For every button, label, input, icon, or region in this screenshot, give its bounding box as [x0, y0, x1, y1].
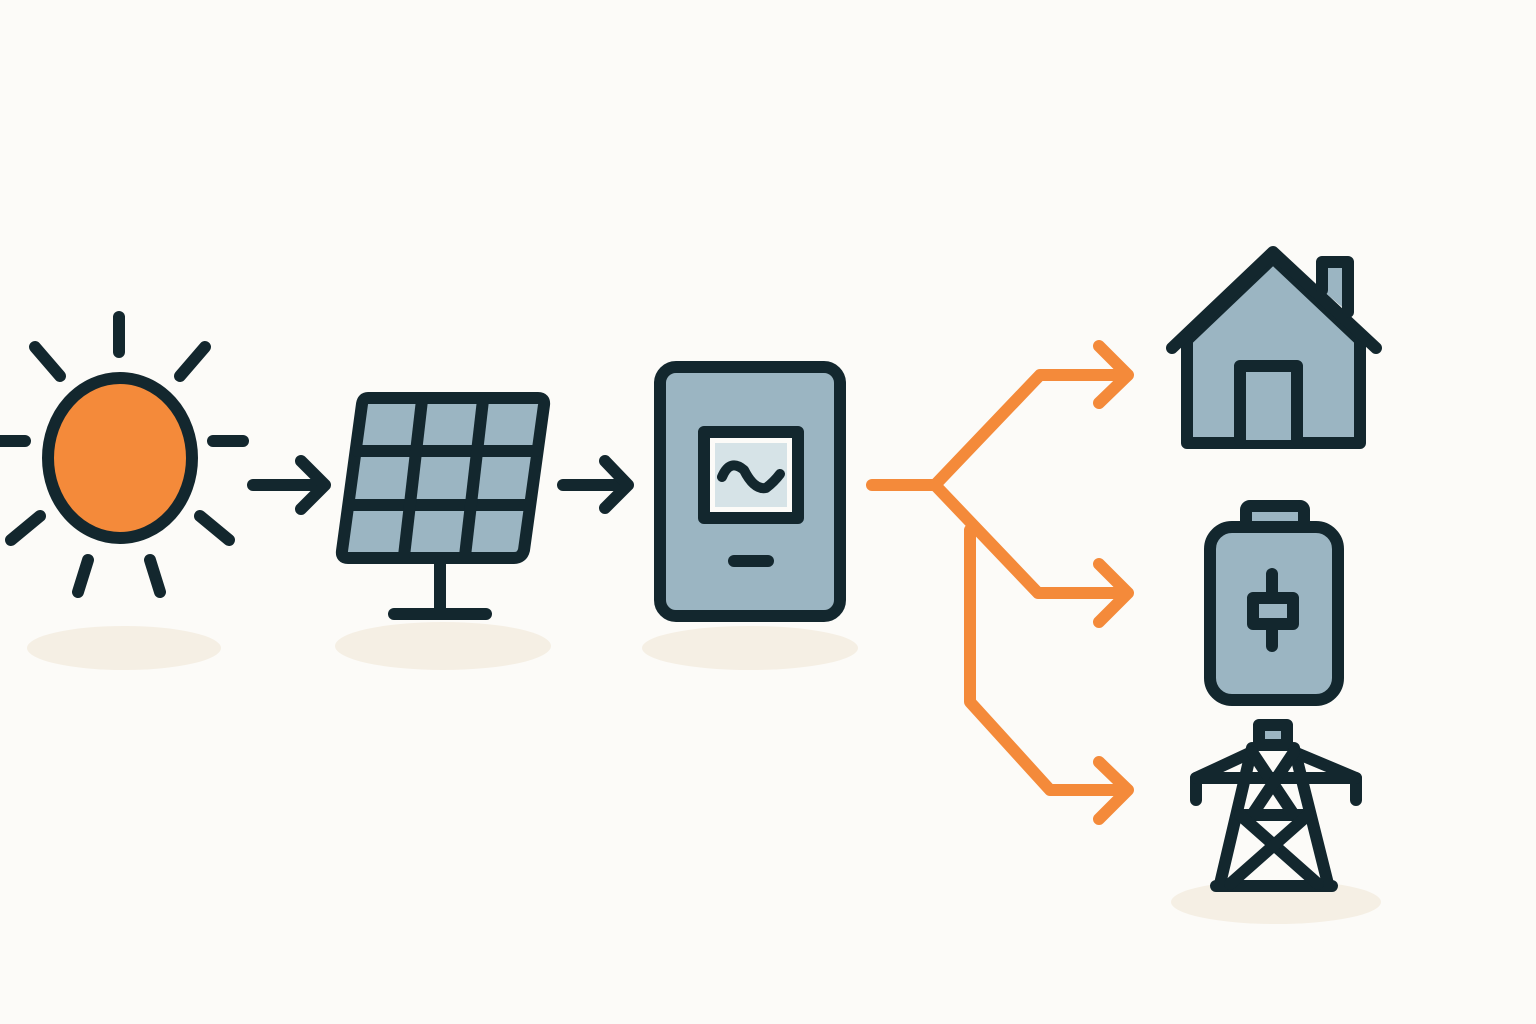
- solar-panel-icon: [335, 392, 551, 620]
- arrow-panel-to-inverter: [557, 455, 634, 514]
- arrow-sun-to-panel: [247, 455, 331, 515]
- battery-icon: [1204, 500, 1344, 706]
- sun-icon: [0, 311, 249, 598]
- inverter-icon: [654, 361, 846, 622]
- house-icon: [1166, 246, 1382, 449]
- distribution-arrows: [866, 340, 1134, 825]
- power-tower-icon: [1190, 719, 1362, 892]
